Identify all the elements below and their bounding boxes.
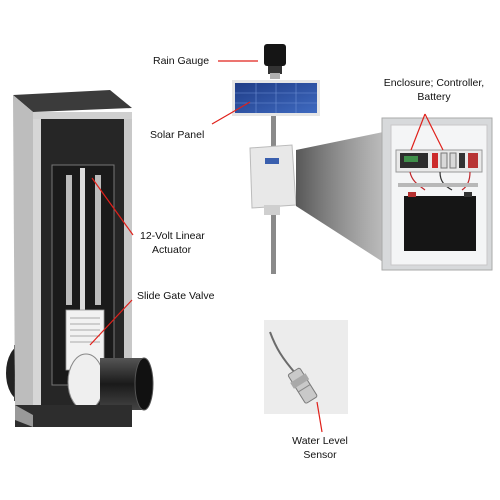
enclosure-label-line1: Enclosure; Controller,	[383, 77, 485, 89]
leader-lines	[89, 60, 444, 433]
rain-gauge-icon	[264, 44, 286, 79]
rain-gauge-label: Rain Gauge	[153, 55, 210, 67]
enclosure-interior-photo	[381, 117, 493, 271]
enclosure-label-line2: Battery	[417, 91, 451, 103]
actuator-label: 12-Volt Linear Actuator	[140, 229, 205, 257]
zoom-beam	[296, 132, 383, 262]
controller-enclosure-box	[249, 144, 297, 215]
actuator-label-line1: 12-Volt Linear	[140, 230, 205, 242]
gate-valve-structure	[6, 90, 154, 427]
sensor-label-line1: Water Level	[292, 435, 348, 447]
solar-panel-icon	[232, 80, 320, 116]
slide-gate-valve-label: Slide Gate Valve	[137, 290, 215, 302]
solar-panel-label: Solar Panel	[150, 129, 205, 141]
water-level-sensor-icon	[264, 320, 348, 414]
sensor-label-line2: Sensor	[303, 449, 337, 461]
enclosure-label: Enclosure; Controller, Battery	[374, 76, 494, 104]
actuator-label-line2: Actuator	[152, 244, 192, 256]
water-level-sensor-label: Water Level Sensor	[270, 434, 370, 462]
